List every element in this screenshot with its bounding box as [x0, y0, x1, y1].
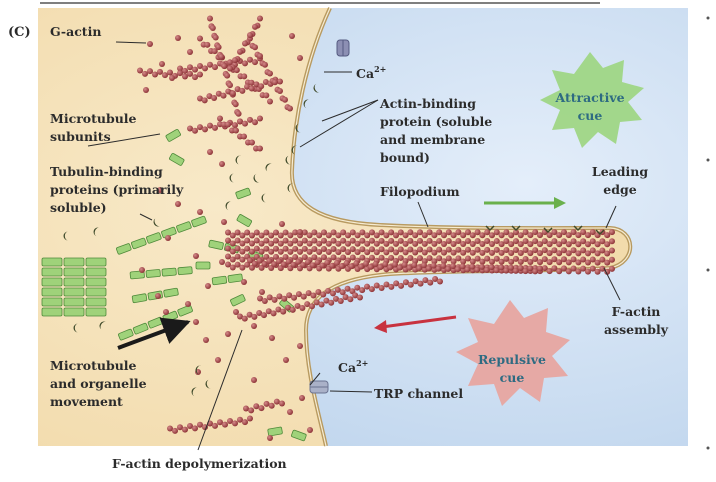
- edge-marks: [706, 16, 710, 450]
- microtubule-bundle: [41, 257, 107, 317]
- leader-lines: [87, 41, 621, 451]
- repulsive-cue-label-line1: Repulsive: [478, 352, 546, 367]
- microtubule-subunits-label-line2: subunits: [50, 129, 111, 144]
- actin-binding-label-line3: and membrane: [380, 132, 485, 147]
- factin-assembly-label-line1: F-actin: [612, 304, 661, 319]
- g-actin-label: G-actin: [50, 24, 101, 39]
- red-arrow: [381, 315, 457, 329]
- actin-binding-label-line1: Actin-binding: [379, 96, 476, 111]
- actin-filaments: [137, 15, 615, 434]
- leading-edge-label-line2: edge: [603, 182, 636, 197]
- factin-depolymerization-label: F-actin depolymerization: [112, 456, 287, 471]
- attractive-cue-label-line2: cue: [578, 108, 603, 123]
- tubulin-binding-label-line1: Tubulin-binding: [50, 164, 163, 179]
- microtubule-movement-label-line1: Microtubule: [50, 358, 137, 373]
- actin-binding-label-line2: protein (soluble: [380, 114, 492, 129]
- attractive-cue-label-line1: Attractive: [554, 90, 624, 105]
- trp-channel-label: TRP channel: [374, 386, 463, 401]
- calcium-channel-top: [336, 39, 350, 57]
- microtubule-movement-arrow: [117, 317, 191, 350]
- attractive-cue-starburst: [540, 52, 644, 148]
- repulsive-cue-label-line2: cue: [500, 370, 525, 385]
- factin-assembly-label-line2: assembly: [604, 322, 669, 337]
- tubulin-binding-label-line3: soluble): [50, 200, 107, 215]
- microtubule-movement-label-line3: movement: [50, 394, 123, 409]
- calcium-top-label: Ca2+: [356, 64, 386, 81]
- panel-label: (C): [8, 25, 31, 40]
- repulsive-cue-starburst: [456, 300, 570, 406]
- calcium-bottom-label: Ca2+: [338, 358, 368, 375]
- actin-binding-label-line4: bound): [380, 150, 430, 165]
- tubulin-binding-label-line2: proteins (primarily: [50, 182, 184, 197]
- filopodium-label: Filopodium: [380, 184, 460, 199]
- microtubule-movement-label-line2: and organelle: [50, 376, 147, 391]
- trp-channel-icon: [309, 380, 329, 394]
- microtubule-subunits-label-line1: Microtubule: [50, 111, 137, 126]
- binding-protein-crescents: [63, 83, 605, 397]
- leading-edge-label-line1: Leading: [592, 164, 648, 179]
